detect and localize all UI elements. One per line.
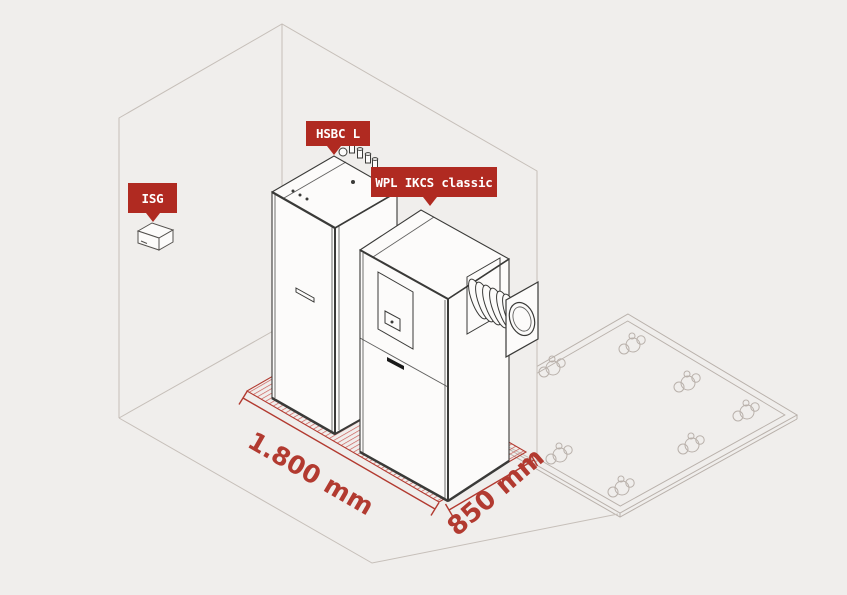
- mat-pad-cluster: [538, 355, 566, 378]
- mat-pad-cluster: [607, 475, 635, 498]
- isg-label-line: [140, 240, 148, 244]
- isg-side-face: [158, 229, 174, 251]
- duct-opening: [508, 301, 536, 337]
- duct-opening-inner: [512, 306, 532, 332]
- dimension-line: [242, 397, 436, 510]
- mat-pad-cluster: [618, 332, 646, 355]
- dimension-tick: [444, 503, 454, 517]
- wpl-unit: [358, 209, 539, 503]
- callout-isg-label: ISG: [141, 190, 164, 206]
- callout-hsbc: HSBC L: [306, 121, 370, 146]
- wpl-air-duct: [466, 257, 539, 359]
- dimension-tick: [529, 453, 539, 467]
- callout-wpl: WPL IKCS classic: [371, 167, 497, 197]
- callout-isg: ISG: [128, 183, 177, 213]
- control-panel-outline: [377, 271, 414, 350]
- floor-front-edge: [118, 417, 619, 564]
- wpl-top-seam: [372, 216, 435, 258]
- mat-pad-cluster: [677, 432, 705, 455]
- dimension-tick: [430, 502, 440, 516]
- callout-wpl-label: WPL IKCS classic: [375, 174, 493, 190]
- callout-hsbc-label: HSBC L: [316, 126, 360, 141]
- mat-pad-cluster: [545, 442, 573, 465]
- control-display: [384, 310, 401, 332]
- wpl-control-panel: [377, 271, 414, 370]
- wpl-front-seam: [359, 337, 449, 388]
- mat-pad-cluster: [732, 399, 760, 422]
- isg-device: [136, 222, 175, 251]
- dimension-line: [448, 459, 535, 511]
- hsbc-top-seam: [283, 161, 347, 199]
- left-wall-floor-line: [118, 325, 283, 419]
- hsbc-front-face: [271, 191, 336, 435]
- wpl-handle-slot: [387, 357, 404, 370]
- hsbc-vent-slit: [295, 287, 315, 303]
- mat-pad-cluster: [673, 370, 701, 393]
- dimension-tick: [238, 391, 248, 405]
